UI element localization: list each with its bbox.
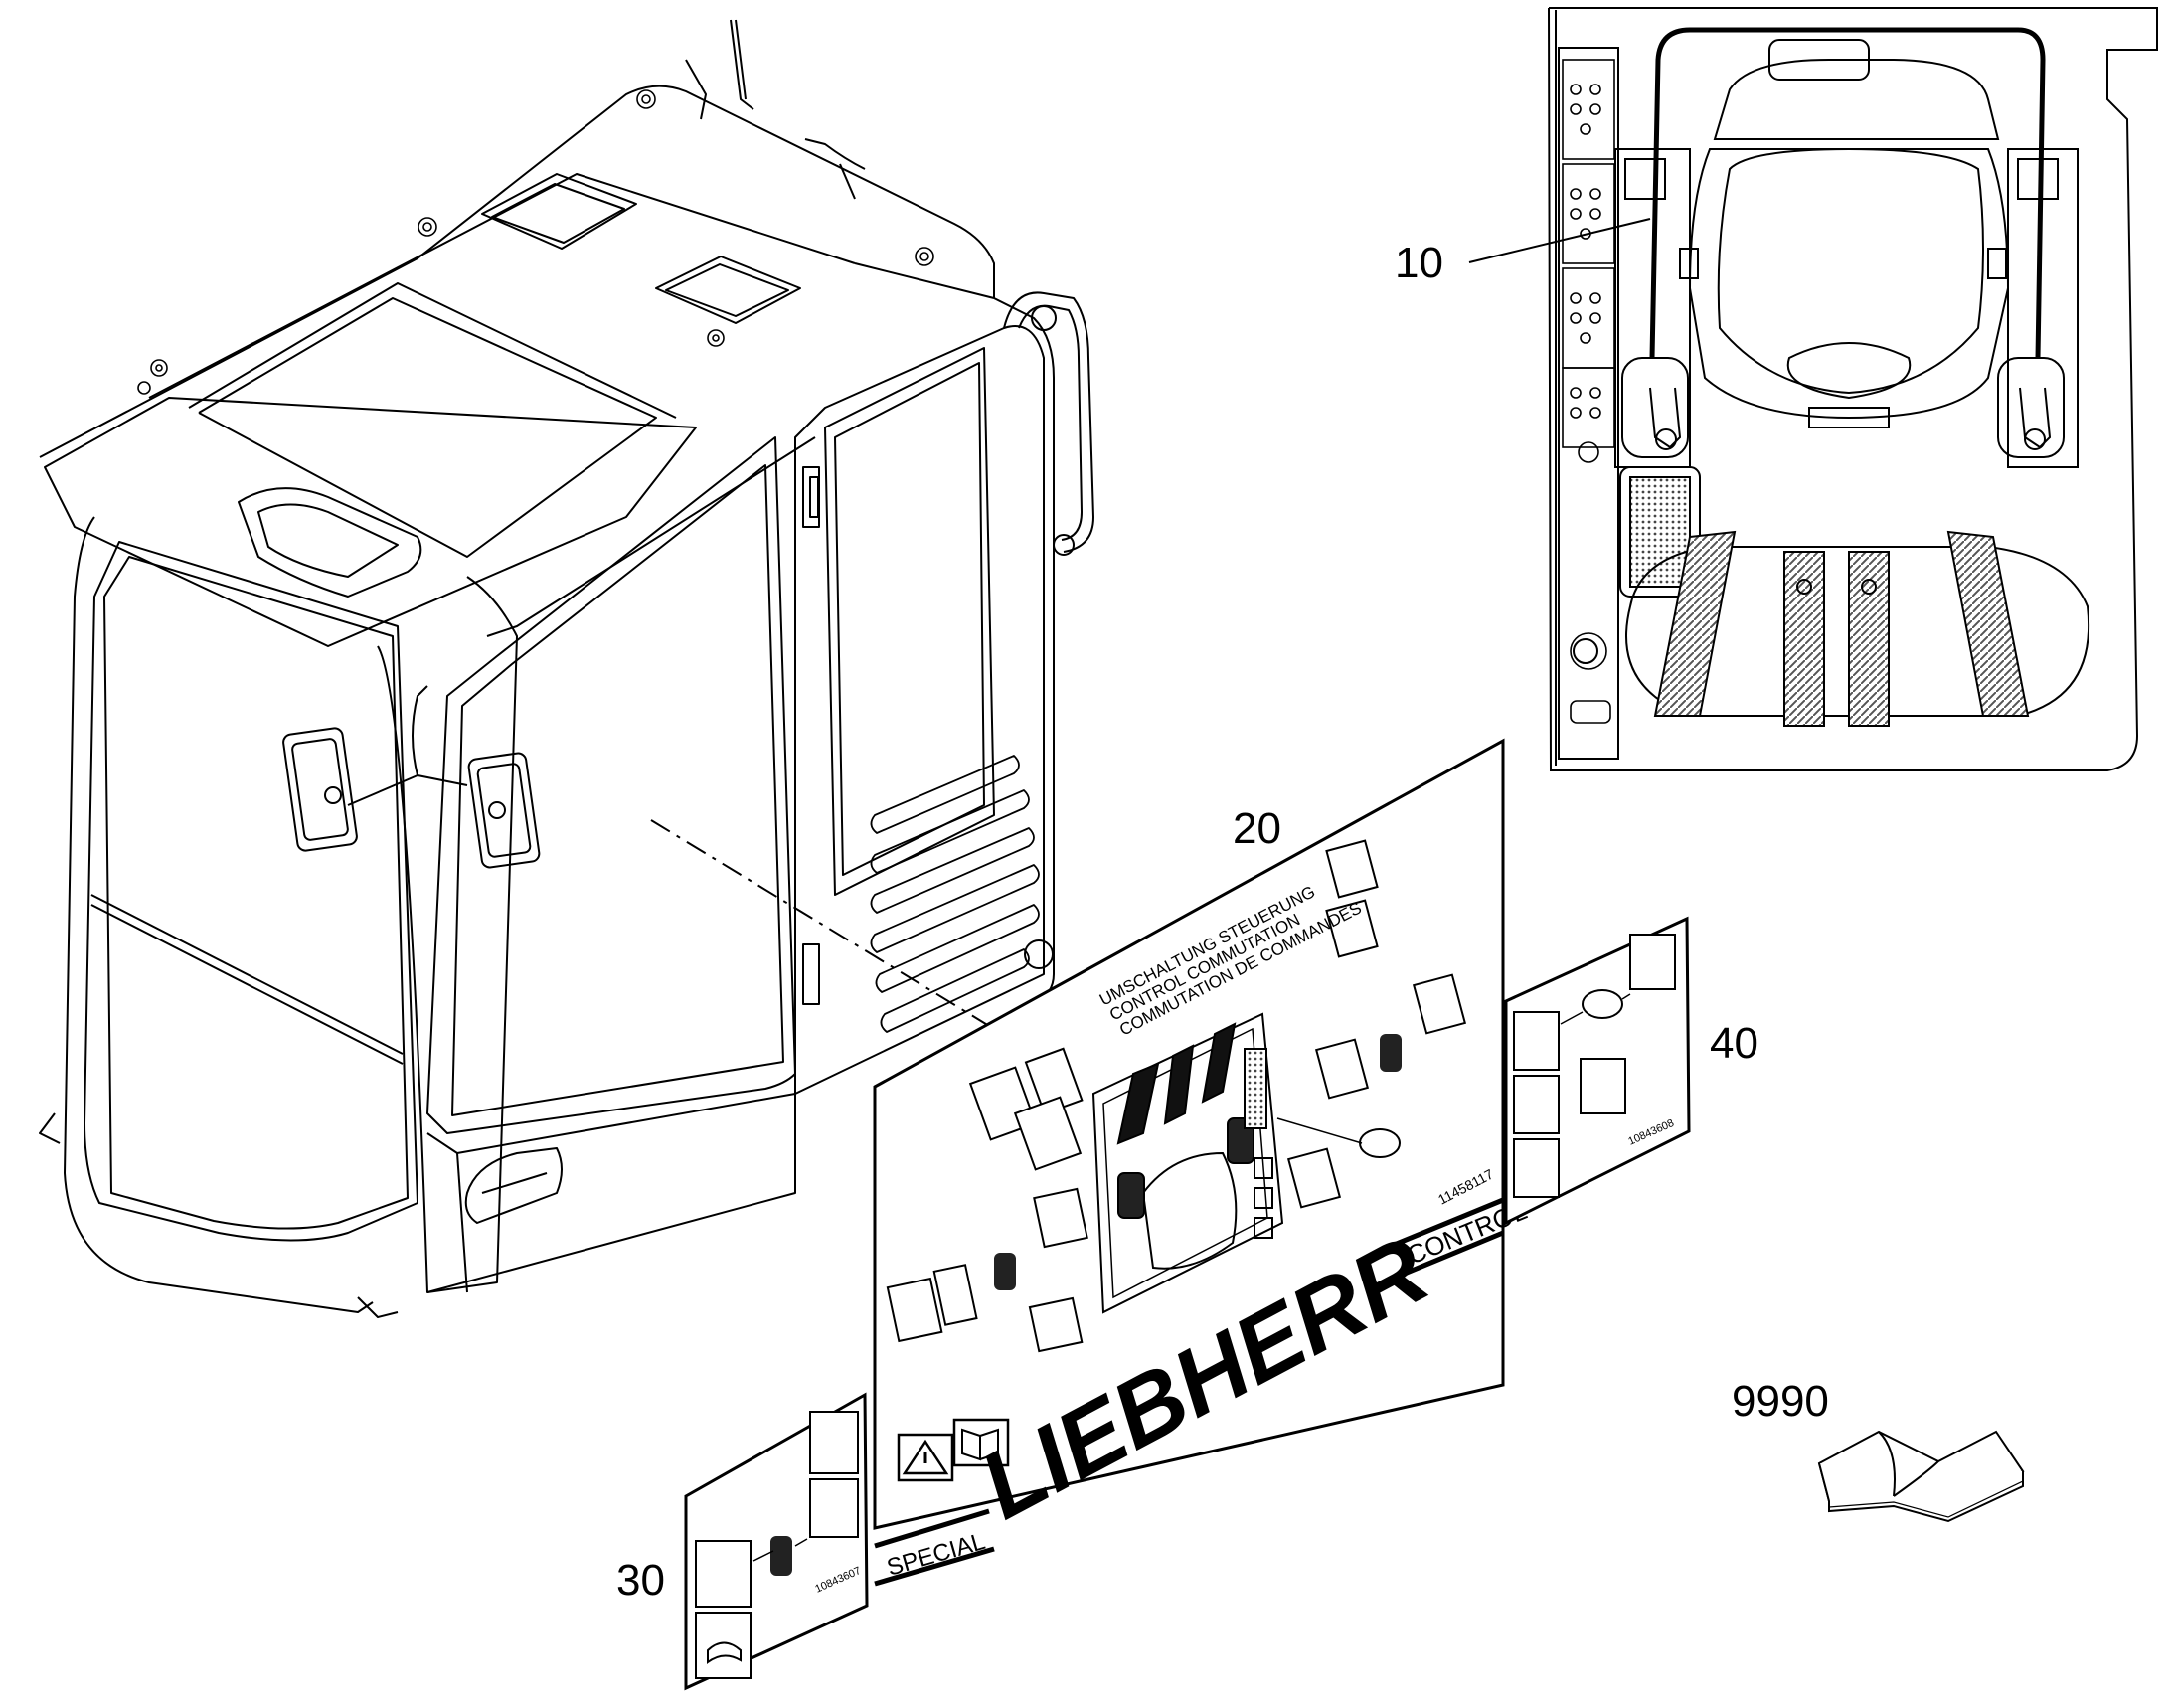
operator-cab	[39, 19, 1094, 1318]
operator-manual-book-icon	[1817, 1430, 2025, 1523]
callout-9990: 9990	[1732, 1377, 1829, 1426]
decal-40: 10843608	[1504, 916, 1691, 1226]
leader-line-10	[1468, 218, 1651, 263]
manual-book-icon	[952, 1418, 1010, 1467]
control-cable-highlight	[1649, 27, 2046, 359]
callout-20: 20	[1233, 804, 1281, 853]
callout-40: 40	[1710, 1019, 1758, 1068]
cab-interior-top-view	[1548, 7, 2158, 771]
horn-icon	[707, 1641, 742, 1664]
decal-20-control-commutation: UMSCHALTUNG STEUERUNG CONTROL COMMUTATIO…	[873, 738, 1531, 1587]
leader-line-cab	[650, 819, 995, 1030]
callout-30: 30	[616, 1556, 665, 1605]
decal-30: 10843607	[684, 1392, 869, 1691]
callout-10: 10	[1395, 239, 1443, 287]
warning-triangle-icon	[897, 1433, 954, 1482]
